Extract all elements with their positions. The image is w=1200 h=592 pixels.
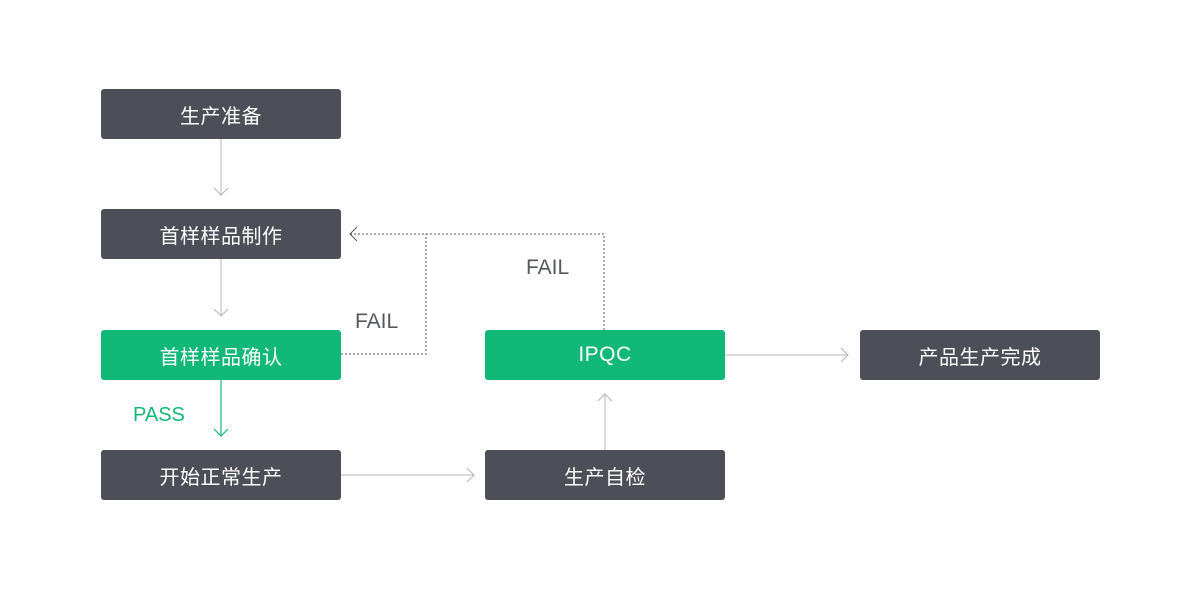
node-ipqc: IPQC (485, 330, 725, 380)
label-fail-ipqc: FAIL (526, 256, 570, 279)
label-fail-confirm: FAIL (355, 310, 399, 333)
arrow-prep-to-make (213, 139, 229, 196)
dashed-arrow-confirm-fail (341, 234, 427, 355)
node-first-sample-make: 首样样品制作 (101, 209, 341, 259)
label-pass: PASS (133, 404, 185, 426)
arrow-start-to-selfcheck (341, 467, 475, 483)
arrow-confirm-to-start-pass (213, 380, 229, 437)
node-first-sample-confirm: 首样样品确认 (101, 330, 341, 380)
arrow-ipqc-to-complete (725, 347, 849, 363)
node-start-production: 开始正常生产 (101, 450, 341, 500)
dashed-arrowhead (349, 226, 358, 242)
node-production-complete: 产品生产完成 (860, 330, 1100, 380)
dashed-arrow-ipqc-fail (350, 233, 605, 330)
node-self-check: 生产自检 (485, 450, 725, 500)
arrow-selfcheck-to-ipqc (597, 393, 613, 450)
arrow-make-to-confirm (213, 259, 229, 317)
node-production-prep: 生产准备 (101, 89, 341, 139)
